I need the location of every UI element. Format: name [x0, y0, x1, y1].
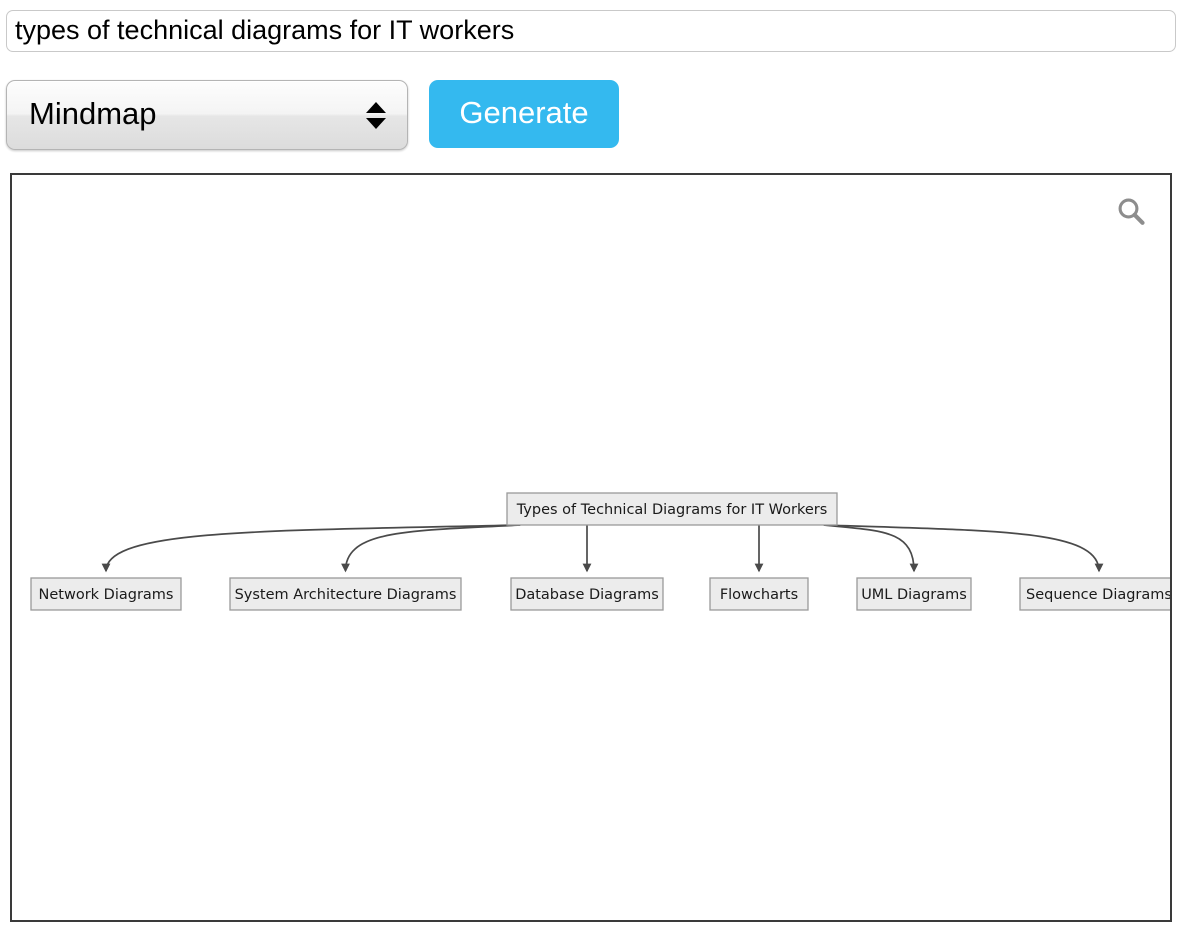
edge-layer: [101, 524, 1104, 573]
mindmap-child-node[interactable]: UML Diagrams: [856, 577, 972, 611]
node-box: [856, 577, 972, 611]
node-box: [510, 577, 664, 611]
diagram-type-select-wrapper[interactable]: Mindmap: [6, 80, 408, 150]
search-icon[interactable]: [1114, 195, 1148, 229]
prompt-input[interactable]: [6, 10, 1176, 52]
mindmap-root-node[interactable]: Types of Technical Diagrams for IT Worke…: [506, 492, 838, 526]
mindmap-edge: [341, 524, 521, 573]
node-box: [30, 577, 182, 611]
mindmap-edge: [823, 524, 1104, 573]
mindmap-child-node[interactable]: Sequence Diagrams: [1019, 577, 1170, 611]
node-label: System Architecture Diagrams: [235, 587, 457, 603]
mindmap-graph: Types of Technical Diagrams for IT Worke…: [30, 492, 1170, 611]
node-label: Sequence Diagrams: [1026, 587, 1170, 603]
diagram-type-select[interactable]: Mindmap: [6, 80, 408, 150]
diagram-canvas[interactable]: Types of Technical Diagrams for IT Worke…: [10, 173, 1172, 922]
mindmap-child-node[interactable]: Network Diagrams: [30, 577, 182, 611]
mindmap-child-node[interactable]: Database Diagrams: [510, 577, 664, 611]
node-label: Network Diagrams: [39, 587, 174, 603]
mindmap-child-node[interactable]: Flowcharts: [709, 577, 809, 611]
prompt-row: [6, 10, 1176, 52]
controls-row: Mindmap Generate: [6, 80, 619, 154]
generate-button[interactable]: Generate: [429, 80, 619, 148]
node-label: Flowcharts: [720, 587, 798, 603]
node-box: [709, 577, 809, 611]
node-layer: Types of Technical Diagrams for IT Worke…: [30, 492, 1170, 611]
mindmap-edge: [823, 524, 919, 573]
node-box: [229, 577, 462, 611]
mindmap-edge: [101, 524, 521, 573]
node-box: [1019, 577, 1170, 611]
mindmap-child-node[interactable]: System Architecture Diagrams: [229, 577, 462, 611]
node-label: UML Diagrams: [861, 587, 967, 603]
node-box: [506, 492, 838, 526]
node-label: Database Diagrams: [515, 587, 659, 603]
node-label: Types of Technical Diagrams for IT Worke…: [516, 502, 828, 518]
